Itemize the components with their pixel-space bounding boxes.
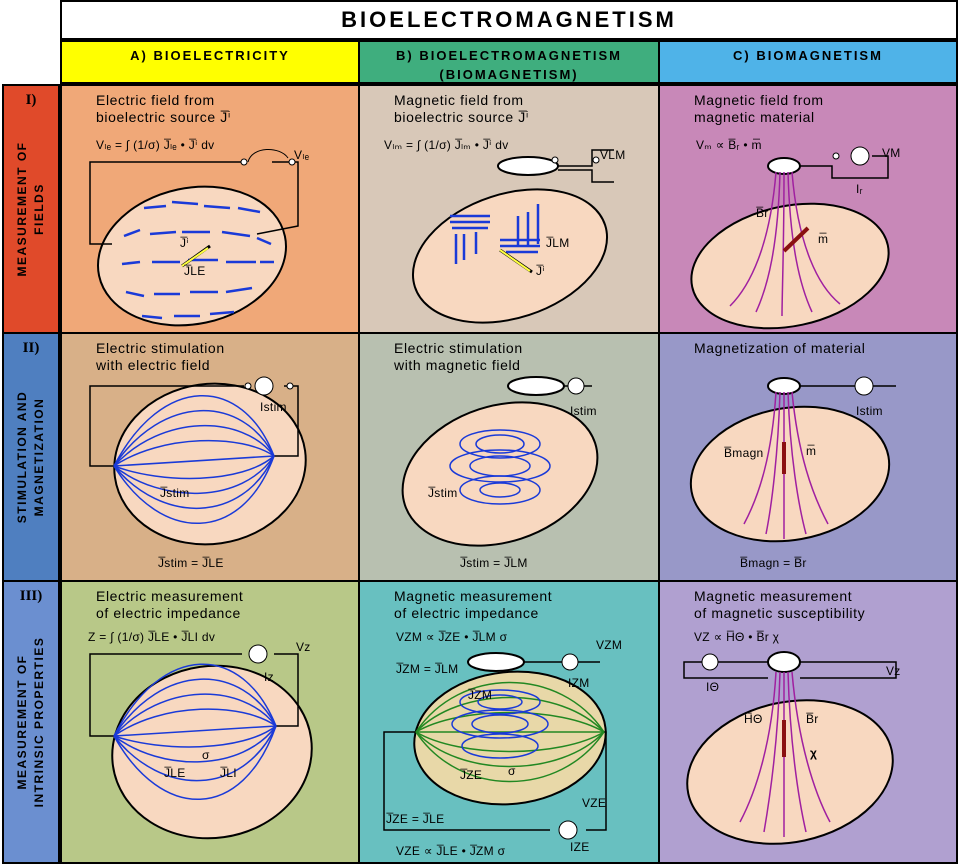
- moment-label: m̅: [818, 232, 829, 246]
- stim-field-label: J̅stim: [160, 486, 190, 500]
- column-header-sublabel: (BIOMAGNETISM): [439, 67, 579, 82]
- moment-label: m̅: [806, 444, 817, 458]
- equation: B̅magn = B̅r: [740, 556, 807, 570]
- equation: J̅ZM = J̅LM: [396, 662, 459, 676]
- column-header-bioelectromagnetism: B) BIOELECTROMAGNETISM (BIOMAGNETISM): [358, 40, 660, 84]
- electric-lead-field-label: J̅ZE: [460, 768, 483, 782]
- stim-current-label: Istim: [570, 404, 597, 418]
- voltage-label: Vz: [886, 664, 901, 678]
- reciprocal-field-label: J̅LI: [220, 766, 237, 780]
- stim-current-label: Istim: [260, 400, 287, 414]
- formula: VZE ∝ J̅LE • J̅ZM σ: [396, 844, 506, 858]
- current-label: IZM: [568, 676, 590, 690]
- conductivity-label: σ: [202, 748, 210, 762]
- formula: Vₗₑ = ∫ (1/σ) J̅ₗₑ • J̅ⁱ dv: [96, 138, 215, 152]
- field-label: B̅r: [756, 206, 769, 220]
- magnetic-lead-field-label: J̅ZM: [468, 688, 493, 702]
- voltage-label: Vz: [296, 640, 311, 654]
- cell-a1-drawing: [89, 149, 299, 327]
- current-label: IZE: [570, 840, 590, 854]
- column-header-label: B) BIOELECTROMAGNETISM: [396, 48, 622, 63]
- column-header-label: C) BIOMAGNETISM: [733, 48, 883, 63]
- row-number: III): [19, 588, 43, 604]
- voltage-label: VLM: [600, 148, 626, 162]
- current-label: IΘ: [706, 680, 720, 694]
- formula: VZ ∝ H̅Θ • B̅r χ: [694, 630, 780, 644]
- cell-magnetization-of-material: Magnetization of material Istim B̅magn m…: [658, 332, 958, 582]
- column-header-label: A) BIOELECTRICITY: [130, 48, 290, 63]
- row-number: I): [25, 92, 37, 108]
- lead-field-label: J̅LE: [164, 766, 186, 780]
- equation: J̅stim = J̅LE: [158, 556, 224, 570]
- cell-b2-drawing: [401, 376, 599, 547]
- field-label: B̅r: [806, 712, 819, 726]
- formula: Vₗₘ = ∫ (1/σ) J̅ₗₘ • J̅ⁱ dv: [384, 138, 509, 152]
- current-label: Iz: [264, 670, 274, 684]
- source-current-label: J̅ⁱ: [180, 236, 189, 250]
- current-label: Iᵣ: [856, 182, 863, 196]
- cell-c3-drawing: [683, 651, 897, 845]
- voltage-label: VZE: [582, 796, 607, 810]
- cell-caption: Magnetization of material: [694, 340, 866, 356]
- cell-a3-drawing: [89, 644, 313, 840]
- voltage-label: Vₗₑ: [294, 148, 310, 162]
- column-header-biomagnetism: C) BIOMAGNETISM: [658, 40, 958, 84]
- applied-field-label: H̅Θ: [744, 712, 763, 726]
- voltage-label: VZM: [596, 638, 623, 652]
- equation: J̅stim = J̅LM: [460, 556, 528, 570]
- stim-field-label: J̅stim: [428, 486, 458, 500]
- cell-a2-drawing: [89, 376, 307, 546]
- formula: VZM ∝ J̅ZE • J̅LM σ: [396, 630, 508, 644]
- magnetization-field-label: B̅magn: [724, 446, 764, 460]
- cell-c2-drawing: [689, 376, 896, 543]
- conductivity-label: σ: [508, 764, 516, 778]
- stim-current-label: Istim: [856, 404, 883, 418]
- susceptibility-label: χ: [810, 746, 818, 760]
- formula: Z = ∫ (1/σ) J̅LE • J̅LI dv: [88, 630, 216, 644]
- cell-b3-drawing: [383, 652, 607, 840]
- lead-field-label: J̅LM: [546, 236, 570, 250]
- cell-b1-drawing: [411, 149, 614, 324]
- cell-c1-drawing: [690, 146, 890, 330]
- voltage-label: VM: [882, 146, 901, 160]
- source-current-label: J̅ⁱ: [536, 264, 545, 278]
- row-number: II): [22, 340, 40, 356]
- equation: J̅ZE = J̅LE: [386, 812, 445, 826]
- formula: Vₘ ∝ B̅ᵣ • m̅: [696, 138, 762, 152]
- column-header-bioelectricity: A) BIOELECTRICITY: [60, 40, 360, 84]
- diagram-title: BIOELECTROMAGNETISM: [60, 0, 958, 40]
- lead-field-label: J̅LE: [184, 264, 206, 278]
